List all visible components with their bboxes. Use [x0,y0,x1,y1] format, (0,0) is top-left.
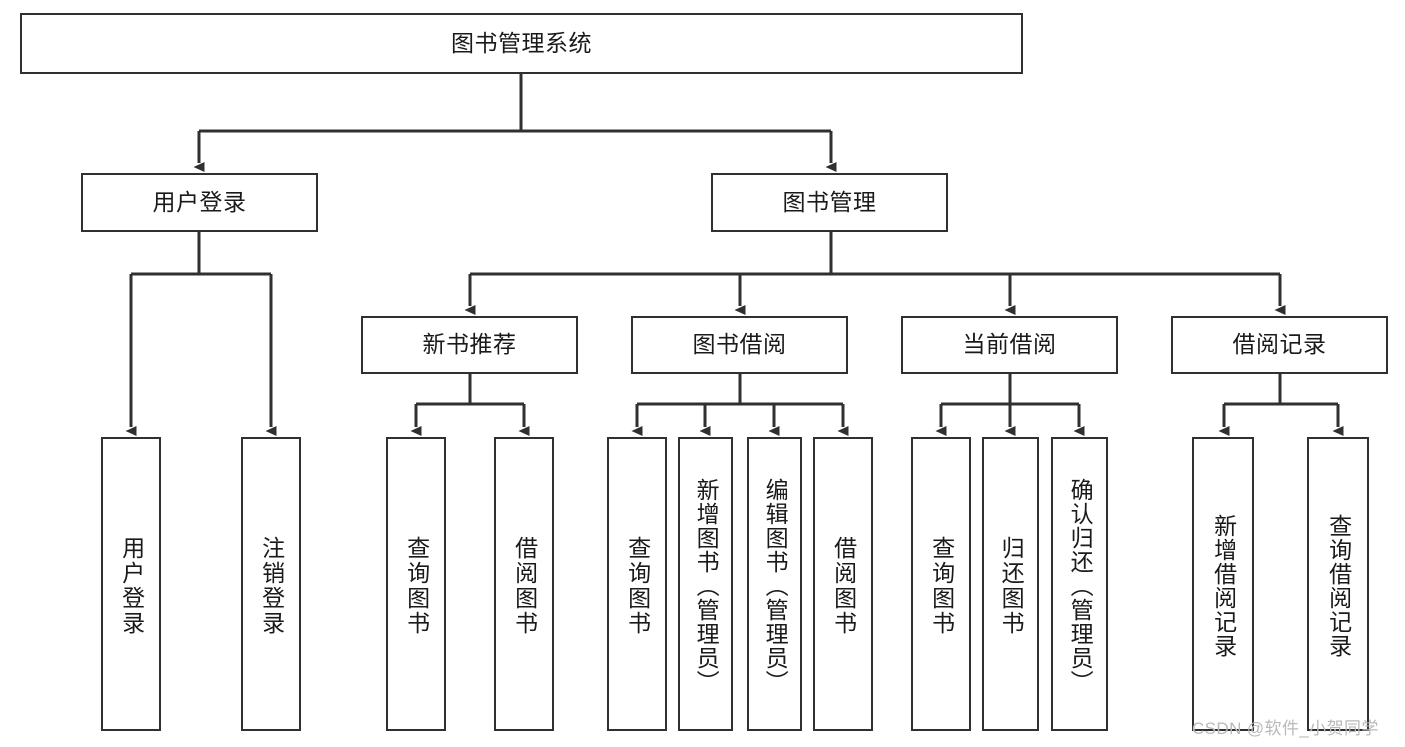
node-label: 图书管理系统 [451,29,592,56]
leaf-borrow-query-book[interactable]: 查询图书 [607,437,667,731]
leaf-borrow-add-book-admin[interactable]: 新增图书（管理员） [678,437,733,731]
node-borrow-record[interactable]: 借阅记录 [1171,316,1388,374]
node-label: 新增图书（管理员） [693,478,720,694]
node-new-book-recommend[interactable]: 新书推荐 [361,316,578,374]
node-root-system[interactable]: 图书管理系统 [20,13,1023,74]
node-user-login[interactable]: 用户登录 [81,173,318,232]
leaf-current-query-book[interactable]: 查询图书 [911,437,971,731]
node-label: 借阅图书 [830,536,857,636]
node-label: 查询图书 [928,536,955,636]
csdn-watermark: CSDN @软件_小贺同学 [1192,719,1379,738]
node-book-management[interactable]: 图书管理 [711,173,948,232]
node-label: 查询图书 [403,536,430,636]
node-book-borrow[interactable]: 图书借阅 [631,316,848,374]
leaf-recommend-query-book[interactable]: 查询图书 [386,437,446,731]
node-label: 新增借阅记录 [1210,514,1237,658]
node-label: 图书管理 [782,188,877,215]
node-label: 用户登录 [118,536,145,636]
node-label: 确认归还（管理员） [1067,478,1094,694]
node-label: 查询图书 [624,536,651,636]
node-label: 编辑图书（管理员） [762,478,789,694]
leaf-user-login-logout[interactable]: 注销登录 [241,437,301,731]
node-label: 图书借阅 [692,331,787,358]
node-label: 借阅记录 [1232,331,1327,358]
node-label: 归还图书 [998,536,1025,636]
leaf-recommend-borrow-book[interactable]: 借阅图书 [494,437,554,731]
leaf-borrow-edit-book-admin[interactable]: 编辑图书（管理员） [747,437,802,731]
leaf-current-return-book[interactable]: 归还图书 [982,437,1039,731]
node-label: 用户登录 [152,188,247,215]
leaf-record-query-record[interactable]: 查询借阅记录 [1307,437,1369,731]
leaf-current-confirm-return-admin[interactable]: 确认归还（管理员） [1051,437,1108,731]
leaf-record-add-record[interactable]: 新增借阅记录 [1192,437,1254,731]
node-label: 新书推荐 [422,331,517,358]
node-current-borrow[interactable]: 当前借阅 [901,316,1118,374]
node-label: 借阅图书 [511,536,538,636]
leaf-user-login-login[interactable]: 用户登录 [101,437,161,731]
node-label: 注销登录 [258,536,285,636]
leaf-borrow-borrow-book[interactable]: 借阅图书 [813,437,873,731]
node-label: 当前借阅 [962,331,1057,358]
node-label: 查询借阅记录 [1325,514,1352,658]
